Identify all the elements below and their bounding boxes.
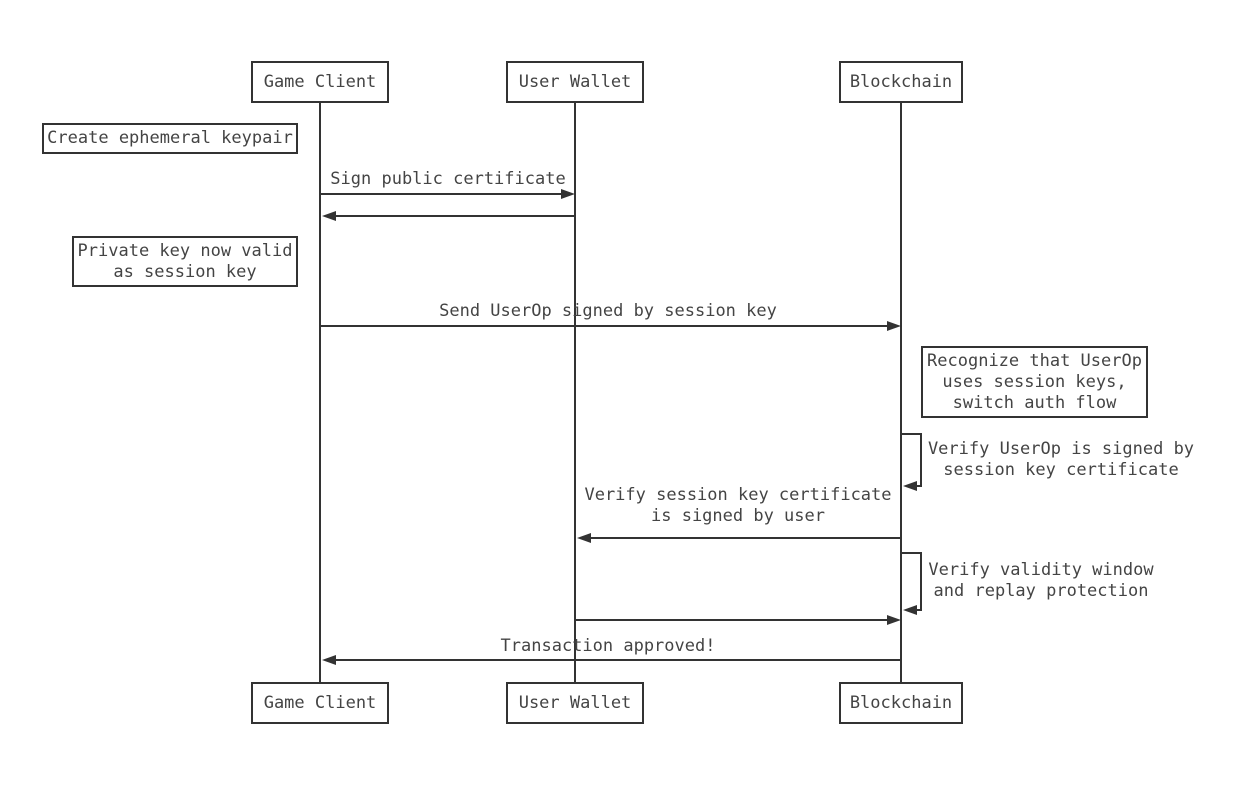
arrowhead-left-icon [322, 655, 336, 665]
arrowhead-right-icon [561, 189, 575, 199]
actor-user-wallet-top: User Wallet [506, 61, 644, 103]
message-label-sign-public-certificate: Sign public certificate [330, 169, 566, 189]
note-create-ephemeral-keypair: Create ephemeral keypair [42, 123, 298, 154]
arrow-send-userop [320, 321, 901, 331]
actor-user-wallet-bottom: User Wallet [506, 682, 644, 724]
arrow-transaction-approved [322, 655, 901, 665]
actor-game-client-top: Game Client [251, 61, 389, 103]
note-private-key-valid: Private key now valid as session key [72, 236, 298, 287]
message-label-send-userop: Send UserOp signed by session key [439, 301, 777, 321]
message-label-verify-session-key-certificate: Verify session key certificate is signed… [584, 485, 892, 526]
self-call-verify-userop-signature [901, 433, 922, 491]
self-call-label-verify-validity-window: Verify validity window and replay protec… [928, 560, 1154, 601]
actor-blockchain-bottom: Blockchain [839, 682, 963, 724]
arrowhead-right-icon [887, 321, 901, 331]
arrowhead-left-icon [903, 605, 917, 615]
arrowhead-left-icon [577, 533, 591, 543]
arrowhead-left-icon [322, 211, 336, 221]
note-recognize-userop: Recognize that UserOp uses session keys,… [921, 346, 1148, 418]
actor-blockchain-top: Blockchain [839, 61, 963, 103]
self-call-bracket [901, 433, 922, 487]
arrowhead-left-icon [903, 481, 917, 491]
actor-game-client-bottom: Game Client [251, 682, 389, 724]
arrow-sign-public-certificate [320, 189, 575, 199]
self-call-verify-validity-window [901, 552, 922, 615]
arrow-verify-session-key-certificate [577, 533, 901, 543]
self-call-bracket [901, 552, 922, 611]
arrow-verify-certificate-return [575, 615, 901, 625]
arrow-sign-certificate-return [322, 211, 575, 221]
self-call-label-verify-userop-signature: Verify UserOp is signed by session key c… [927, 439, 1195, 480]
arrowhead-right-icon [887, 615, 901, 625]
message-label-transaction-approved: Transaction approved! [500, 636, 716, 656]
